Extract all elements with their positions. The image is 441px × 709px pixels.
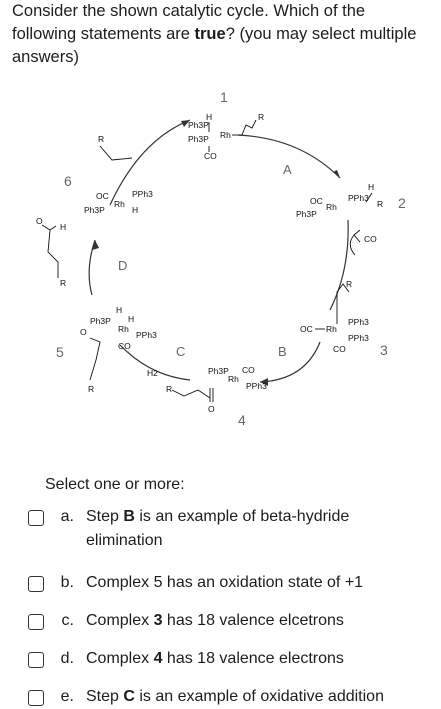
option-c[interactable]: c. Complex 3 has 18 valence elcetrons bbox=[28, 612, 386, 633]
step-number-4: 4 bbox=[238, 412, 246, 428]
checkbox-e[interactable] bbox=[28, 690, 44, 706]
svg-text:H: H bbox=[132, 205, 138, 215]
svg-text:R: R bbox=[346, 279, 352, 289]
arrow-A bbox=[237, 134, 341, 179]
question-text: Consider the shown catalytic cycle. Whic… bbox=[12, 2, 417, 66]
svg-text:CO: CO bbox=[118, 341, 131, 351]
step-number-2: 2 bbox=[398, 195, 406, 211]
svg-text:CO: CO bbox=[364, 234, 377, 244]
arrow-C bbox=[119, 344, 191, 381]
svg-text:OC: OC bbox=[310, 196, 323, 206]
svg-text:Ph3P: Ph3P bbox=[296, 209, 317, 219]
svg-text:H: H bbox=[368, 182, 374, 192]
step-number-6: 6 bbox=[64, 173, 72, 189]
checkbox-d[interactable] bbox=[28, 652, 44, 668]
step-letter-C: C bbox=[176, 344, 185, 359]
complex-3: OC Rh PPh3 PPh3 CO bbox=[300, 317, 369, 354]
step-letter-A: A bbox=[283, 162, 292, 177]
checkbox-a[interactable] bbox=[28, 510, 44, 526]
svg-text:Rh: Rh bbox=[118, 324, 129, 334]
svg-text:PPh3: PPh3 bbox=[348, 333, 369, 343]
option-text: Step C is an example of oxidative additi… bbox=[86, 688, 384, 705]
h2-label: H2 bbox=[147, 368, 158, 378]
svg-text:R: R bbox=[258, 112, 264, 122]
option-letter: b. bbox=[60, 574, 74, 591]
option-text: Complex 4 has 18 valence electrons bbox=[86, 650, 344, 667]
step-letter-D: D bbox=[118, 258, 127, 273]
svg-text:Ph3P: Ph3P bbox=[84, 205, 105, 215]
svg-text:R: R bbox=[377, 199, 383, 209]
svg-text:Rh: Rh bbox=[326, 324, 337, 334]
svg-text:R: R bbox=[166, 384, 172, 394]
complex-1: H Ph3P Ph3P Rh CO R bbox=[188, 112, 264, 161]
svg-text:Ph3P: Ph3P bbox=[90, 316, 111, 326]
svg-text:PPh3: PPh3 bbox=[136, 330, 157, 340]
step-letter-B: B bbox=[278, 344, 287, 359]
arrow-D bbox=[88, 239, 96, 296]
option-b[interactable]: b. Complex 5 has an oxidation state of +… bbox=[28, 574, 386, 595]
step-number-5: 5 bbox=[56, 344, 64, 360]
complex-2: OC Ph3P Rh PPh3 H CO R R bbox=[296, 182, 383, 289]
svg-text:H: H bbox=[206, 112, 212, 122]
svg-text:CO: CO bbox=[204, 151, 217, 161]
option-letter: d. bbox=[60, 650, 74, 667]
svg-text:R: R bbox=[88, 384, 94, 394]
option-text: Step B is an example of beta-hydride eli… bbox=[86, 508, 350, 549]
catalytic-cycle-diagram: 1 2 3 4 5 6 A B C D H Ph3P Ph3P Rh CO R … bbox=[36, 89, 406, 428]
svg-text:PPh3: PPh3 bbox=[348, 317, 369, 327]
svg-text:OC: OC bbox=[96, 191, 109, 201]
question-bold: true bbox=[194, 25, 226, 43]
svg-text:Rh: Rh bbox=[220, 130, 231, 140]
svg-text:Ph3P: Ph3P bbox=[188, 120, 209, 130]
svg-text:H: H bbox=[128, 314, 134, 324]
svg-text:PPh3: PPh3 bbox=[246, 381, 267, 391]
option-text: Complex 5 has an oxidation state of +1 bbox=[86, 574, 364, 591]
svg-text:Ph3P: Ph3P bbox=[208, 366, 229, 376]
svg-text:CO: CO bbox=[242, 365, 255, 375]
svg-text:Rh: Rh bbox=[326, 202, 337, 212]
option-a[interactable]: a. Step B is an example of beta-hydride … bbox=[28, 508, 386, 553]
svg-text:O: O bbox=[36, 216, 43, 226]
svg-text:R: R bbox=[60, 278, 66, 288]
complex-6: OC Ph3P Rh PPh3 H O H R R bbox=[36, 134, 153, 288]
option-e[interactable]: e. Step C is an example of oxidative add… bbox=[28, 688, 386, 709]
complex-5: Ph3P H Rh H PPh3 CO O R bbox=[80, 305, 157, 394]
svg-text:PPh3: PPh3 bbox=[348, 193, 369, 203]
svg-text:CO: CO bbox=[333, 344, 346, 354]
svg-text:Ph3P: Ph3P bbox=[188, 134, 209, 144]
complex-4: Ph3P Rh CO PPh3 R O bbox=[166, 365, 267, 414]
svg-text:H: H bbox=[60, 222, 66, 232]
option-text: Complex 3 has 18 valence elcetrons bbox=[86, 612, 344, 629]
checkbox-c[interactable] bbox=[28, 614, 44, 630]
option-letter: c. bbox=[61, 612, 74, 629]
svg-text:Rh: Rh bbox=[228, 374, 239, 384]
svg-text:Rh: Rh bbox=[114, 199, 125, 209]
svg-text:O: O bbox=[80, 327, 87, 337]
svg-text:H: H bbox=[116, 305, 122, 315]
svg-text:PPh3: PPh3 bbox=[132, 189, 153, 199]
option-letter: e. bbox=[60, 688, 74, 705]
checkbox-b[interactable] bbox=[28, 576, 44, 592]
option-letter: a. bbox=[60, 508, 74, 525]
svg-text:R: R bbox=[98, 134, 104, 144]
option-d[interactable]: d. Complex 4 has 18 valence electrons bbox=[28, 650, 386, 671]
arrow-B bbox=[259, 341, 321, 383]
svg-text:OC: OC bbox=[300, 324, 313, 334]
svg-text:O: O bbox=[208, 404, 215, 414]
select-prompt: Select one or more: bbox=[45, 476, 185, 493]
step-number-3: 3 bbox=[380, 342, 388, 358]
step-number-1: 1 bbox=[220, 89, 228, 105]
